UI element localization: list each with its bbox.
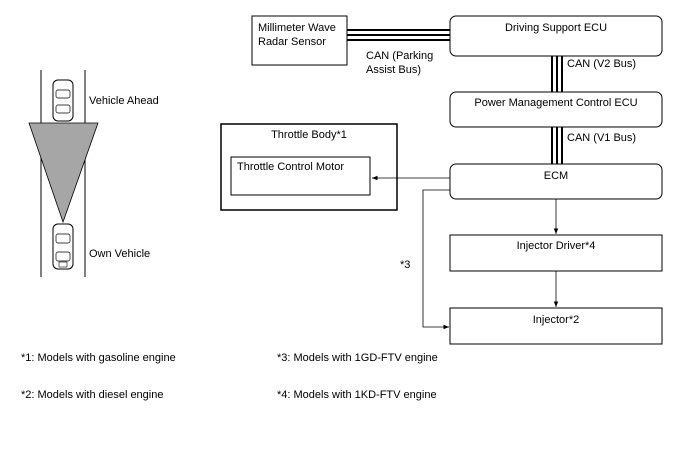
radar-sensor-box [251,15,348,66]
can-v2-label: CAN (V2 Bus) [567,58,636,70]
wire-ecm-to-injector-direct [422,189,450,330]
throttle-motor-label: Throttle Control Motor [237,161,344,173]
can-parking-label-line1: CAN (Parking [366,50,433,62]
vehicle-ahead-label: Vehicle Ahead [89,95,159,107]
ecm-label: ECM [544,170,568,182]
injector-driver-box [449,234,663,272]
radar-sensor-label-line1: Millimeter Wave [258,22,336,34]
can-v1-label: CAN (V1 Bus) [567,132,636,144]
footnote-4: *4: Models with 1KD-FTV engine [277,389,437,401]
can-bus-parking [347,29,450,41]
power-management-ecu-box [449,91,663,128]
driving-support-ecu-label: Driving Support ECU [505,22,607,34]
can-bus-v2 [551,56,563,92]
can-bus-v1 [551,127,563,164]
throttle-body-label: Throttle Body*1 [271,129,347,141]
throttle-motor-box [230,156,371,196]
injector-box [449,307,663,345]
footnote-2: *2: Models with diesel engine [21,389,164,401]
driving-support-ecu-box [449,15,663,57]
injector-label: Injector*2 [533,314,579,326]
road-scene: Vehicle Ahead Own Vehicle [28,70,159,277]
can-parking-label-line2: Assist Bus) [366,64,421,76]
own-vehicle-icon [52,223,74,270]
power-management-ecu-label: Power Management Control ECU [474,97,637,109]
injector-driver-label: Injector Driver*4 [517,240,596,252]
radar-detection-cone [28,122,99,224]
footnote-1: *1: Models with gasoline engine [21,352,176,364]
radar-sensor-label-line2: Radar Sensor [258,36,326,48]
vehicle-ahead-icon [52,79,74,122]
footnote-3: *3: Models with 1GD-FTV engine [277,352,438,364]
wire-label-note3: *3 [400,259,410,271]
own-vehicle-label: Own Vehicle [89,248,150,260]
